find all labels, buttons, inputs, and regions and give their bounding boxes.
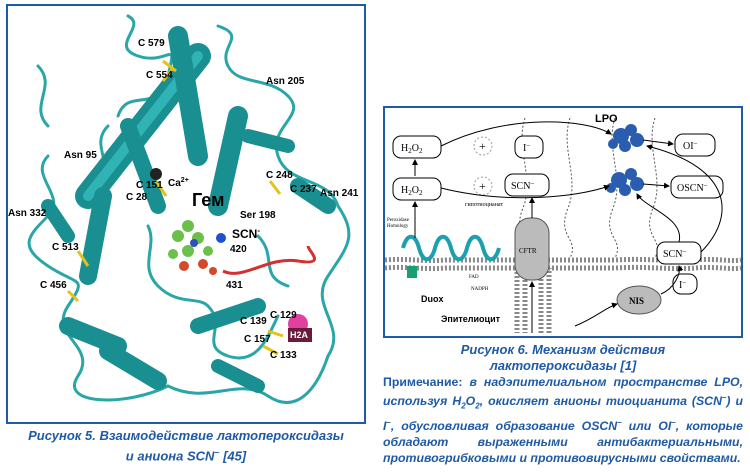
oi-label: OI–	[683, 139, 698, 152]
fad-label: FAD	[469, 275, 479, 280]
h2o2-top-box	[392, 135, 442, 159]
label-ser198: Ser 198	[240, 210, 276, 221]
heme-group	[168, 220, 217, 275]
h2o2-mid-label: H2O2	[401, 185, 423, 197]
figure-6-mechanism-diagram: H2O2 H2O2 + + I– SCN– гипотиоцианат LPO …	[383, 106, 743, 338]
label-scn: SCN-	[232, 226, 260, 241]
lpo-label: LPO	[595, 113, 618, 125]
disulfide-bonds	[66, 59, 284, 356]
scn-anion	[216, 233, 226, 243]
figure-6-caption-line1: Рисунок 6. Механизм действия	[460, 342, 666, 357]
cell-membrane	[385, 256, 741, 333]
plus-mid: +	[479, 179, 486, 193]
figure-6-caption: Рисунок 6. Механизм действия лактоперокс…	[383, 342, 743, 374]
figure-5-caption-line1: Рисунок 5. Взаимодействие лактопероксида…	[28, 428, 344, 443]
helix-cylinders	[41, 26, 336, 393]
label-c133: C 133	[270, 350, 297, 361]
label-asn95: Asn 95	[64, 150, 97, 161]
iodide-low-label: I–	[679, 278, 686, 291]
duox-label: Duox	[421, 294, 444, 304]
nadph-label: NADPH	[471, 287, 489, 292]
oscn-box	[670, 175, 724, 199]
lpo-enzyme-mid	[606, 168, 644, 196]
label-c28: C 28	[126, 192, 148, 203]
label-c151: C 151	[136, 180, 163, 191]
scn-mid-label: SCN–	[511, 179, 534, 192]
h2o2-top-label: H2O2	[401, 143, 423, 155]
label-c456: C 456	[40, 280, 67, 291]
lpo-ribbon-model: C 579 C 554 Asn 205 Asn 95 Ca2+ C 151 C …	[8, 14, 359, 404]
label-c237: C 237	[290, 184, 317, 195]
label-asn241: Asn 241	[320, 188, 359, 199]
h2o2-mid-box	[392, 177, 442, 201]
label-c513: C 513	[52, 242, 79, 253]
duox-anchor	[407, 266, 417, 278]
label-c554: C 554	[146, 70, 173, 81]
label-c157: C 157	[244, 334, 271, 345]
figure-6-caption-line2: лактопероксидазы [1]	[489, 358, 637, 373]
iodide-low-box	[672, 273, 698, 295]
lpo-enzyme-top	[608, 124, 644, 152]
figure-5-caption-line2: и аниона SCN– [45]	[125, 447, 247, 464]
duox-enzyme	[401, 234, 501, 262]
label-c139: C 139	[240, 316, 267, 327]
nis-label: NIS	[629, 296, 644, 306]
figure-6-note: Примечание: в надэпителиальном пространс…	[383, 375, 743, 465]
hypothiocyanate-label: гипотиоцианат	[465, 202, 503, 208]
label-c579: C 579	[138, 38, 165, 49]
label-c129: C 129	[270, 310, 297, 321]
red-loop	[222, 245, 316, 275]
cftr-label: CFTR	[519, 247, 537, 255]
homology-label: Homology	[387, 224, 409, 229]
label-h2a: H2A	[290, 330, 309, 340]
label-gem: Гем	[192, 190, 224, 210]
label-c248: C 248	[266, 170, 293, 181]
oscn-label: OSCN–	[677, 181, 708, 194]
plus-top: +	[479, 139, 486, 153]
calcium-ion	[150, 168, 162, 180]
label-420: 420	[230, 244, 247, 255]
figure-5-protein-structure: C 579 C 554 Asn 205 Asn 95 Ca2+ C 151 C …	[6, 4, 366, 424]
scn-mid-box	[504, 173, 550, 197]
plus-top-circle	[473, 136, 493, 156]
scn-low-label: SCN–	[663, 247, 686, 260]
plus-mid-circle	[473, 176, 493, 196]
iodide-box	[514, 135, 544, 159]
lpo-mechanism-scheme: H2O2 H2O2 + + I– SCN– гипотиоцианат LPO …	[385, 113, 741, 333]
label-ca: Ca2+	[168, 177, 189, 189]
label-asn205: Asn 205	[266, 76, 305, 87]
h2a-label-bg	[288, 328, 312, 342]
oi-box	[674, 133, 716, 157]
figure-5-caption: Рисунок 5. Взаимодействие лактопероксида…	[6, 428, 366, 464]
nis-transporter	[616, 285, 662, 315]
label-431: 431	[226, 280, 243, 291]
peroxidase-label: Peroxidase	[387, 218, 410, 223]
iodide-label: I–	[523, 141, 530, 154]
reaction-arrows	[412, 121, 723, 333]
label-asn332: Asn 332	[8, 208, 47, 219]
epitheliocyte-label: Эпителиоцит	[441, 314, 501, 324]
